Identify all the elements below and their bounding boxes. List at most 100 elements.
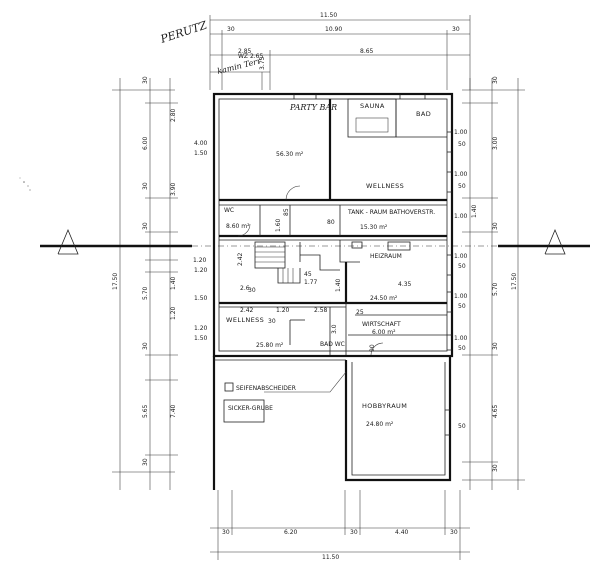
inner-dim-f: 30	[268, 318, 276, 325]
top-sub-left-dim: 2.85	[238, 48, 252, 55]
right-dim-20: 50	[458, 423, 466, 430]
inner-dim-k: 1.40	[335, 278, 342, 292]
left-dim-18: 1.50	[194, 295, 208, 302]
right-dim-8: 1.40	[471, 204, 478, 218]
section-line	[40, 228, 590, 255]
top-right-dim: 30	[452, 26, 460, 33]
inner-dim-i: 2.42	[237, 252, 244, 266]
room-sicker-label: SICKER-GRUBE	[228, 405, 273, 412]
bottom-dim-a: 30	[222, 529, 230, 536]
top-left-dim: 30	[227, 26, 235, 33]
inner-dim-a: 2.42	[240, 307, 254, 314]
left-dim-4: 30	[142, 182, 149, 190]
right-dim-4: 5.70	[492, 282, 499, 296]
room-bad-label: BAD	[416, 110, 431, 118]
left-dim-20: 1.50	[194, 335, 208, 342]
top-middle-dim: 10.90	[325, 26, 342, 33]
left-dim-15: 4.00	[194, 140, 208, 147]
left-dim-14: 30	[142, 458, 149, 466]
right-dim-9: 1.00	[454, 129, 468, 136]
top-overall-dim: 11.50	[320, 12, 337, 19]
room-tank-label: TANK - RAUM BATHOVERSTR.	[347, 209, 435, 216]
left-dim-3: 6.00	[142, 136, 149, 150]
left-dim-6: 30	[142, 222, 149, 230]
inner-dim-j: 30	[248, 287, 256, 294]
room-abscheider-label: SEIFENABSCHEIDER	[236, 385, 296, 392]
top-dimension-lines	[209, 15, 471, 90]
left-dim-16: 1.50	[194, 150, 208, 157]
inner-dim-c: 2.58	[314, 307, 328, 314]
inner-dim-o: 3.0	[331, 324, 338, 334]
right-dim-6: 4.65	[492, 404, 499, 418]
inner-dim-e: 25	[356, 309, 364, 316]
left-dim-8: 1.40	[170, 276, 177, 290]
room-hobby-label: HOBBYRAUM	[362, 402, 407, 410]
room-partybar-area: 56.30 m²	[276, 151, 304, 158]
inner-dim-g: 45	[304, 271, 312, 278]
right-dim-10: 1.00	[454, 171, 468, 178]
sickergrube-box	[223, 399, 265, 423]
right-dim-13: 1.00	[454, 293, 468, 300]
inner-dim-q: 2.6	[240, 285, 250, 292]
inner-dim-n: 90	[369, 344, 376, 352]
right-dim-17: 50	[458, 263, 466, 270]
right-dim-19: 50	[458, 345, 466, 352]
right-overall-dim: 17.50	[511, 273, 518, 290]
room-tank-area: 15.30 m²	[360, 224, 388, 231]
bottom-dim-c: 30	[350, 529, 358, 536]
left-dim-12: 7.40	[170, 404, 177, 418]
abscheider-box	[224, 382, 234, 392]
room-wellness2-label: WELLNESS	[226, 316, 264, 324]
room-partybar-label: PARTY BAR	[289, 103, 337, 112]
room-central-area: 24.50 m²	[370, 295, 398, 302]
left-dim-13: 5.65	[142, 404, 149, 418]
right-dim-1: 30	[492, 76, 499, 84]
room-wc-area: 8.60 m²	[226, 223, 250, 230]
inner-dim-m: 80	[327, 219, 335, 226]
section-marker-left-icon	[57, 228, 79, 255]
bottom-dimension-lines	[210, 490, 470, 560]
right-dim-15: 50	[458, 141, 466, 148]
right-dim-5: 30	[492, 342, 499, 350]
interior-walls	[219, 94, 452, 436]
inner-dim-l: 85	[283, 208, 290, 216]
perutz-annotation: PERUTZ	[158, 19, 209, 47]
scan-specks	[19, 177, 31, 191]
right-dim-12: 1.00	[454, 253, 468, 260]
bottom-dim-d: 4.40	[395, 529, 409, 536]
room-wellness-label: WELLNESS	[366, 182, 404, 190]
outer-walls	[212, 92, 454, 490]
wz-annotation: WZ 2.65	[238, 53, 263, 60]
staircase	[254, 241, 340, 284]
left-dim-5: 3.90	[170, 182, 177, 196]
left-dim-10: 1.20	[170, 306, 177, 320]
section-marker-right-icon	[544, 228, 566, 255]
inner-dim-d: 4.35	[398, 281, 412, 288]
left-overall-dim: 17.50	[112, 273, 119, 290]
room-wirtschaft-area: 6.00 m²	[372, 329, 396, 336]
left-dimension-lines	[112, 78, 178, 490]
room-hobby-area: 24.80 m²	[366, 421, 394, 428]
top-sub-right-dim: 8.65	[360, 48, 374, 55]
left-dim-1: 30	[142, 76, 149, 84]
right-dim-16: 50	[458, 183, 466, 190]
room-wellness2-area: 25.80 m²	[256, 342, 284, 349]
left-dim-2: 2.80	[170, 108, 177, 122]
right-dim-11: 1.00	[454, 213, 468, 220]
right-dim-7: 30	[492, 464, 499, 472]
room-wirtschaft-label: WIRTSCHAFT	[362, 321, 401, 328]
left-dim-19: 1.20	[194, 325, 208, 332]
top-sub-small-dim: 3.75	[259, 56, 266, 70]
bottom-dim-b: 6.20	[284, 529, 298, 536]
bottom-dim-e: 30	[450, 529, 458, 536]
bottom-overall-dim: 11.50	[322, 554, 339, 561]
room-wc-label: WC	[224, 207, 234, 214]
right-dim-18: 50	[458, 303, 466, 310]
right-dimension-lines	[462, 78, 525, 490]
inner-dim-h: 1.77	[304, 279, 318, 286]
inner-dim-b: 1.20	[276, 307, 290, 314]
left-dim-7: 1.20	[193, 257, 207, 264]
right-dim-2: 3.00	[492, 136, 499, 150]
room-badwc-label: BAD WC	[320, 341, 345, 348]
